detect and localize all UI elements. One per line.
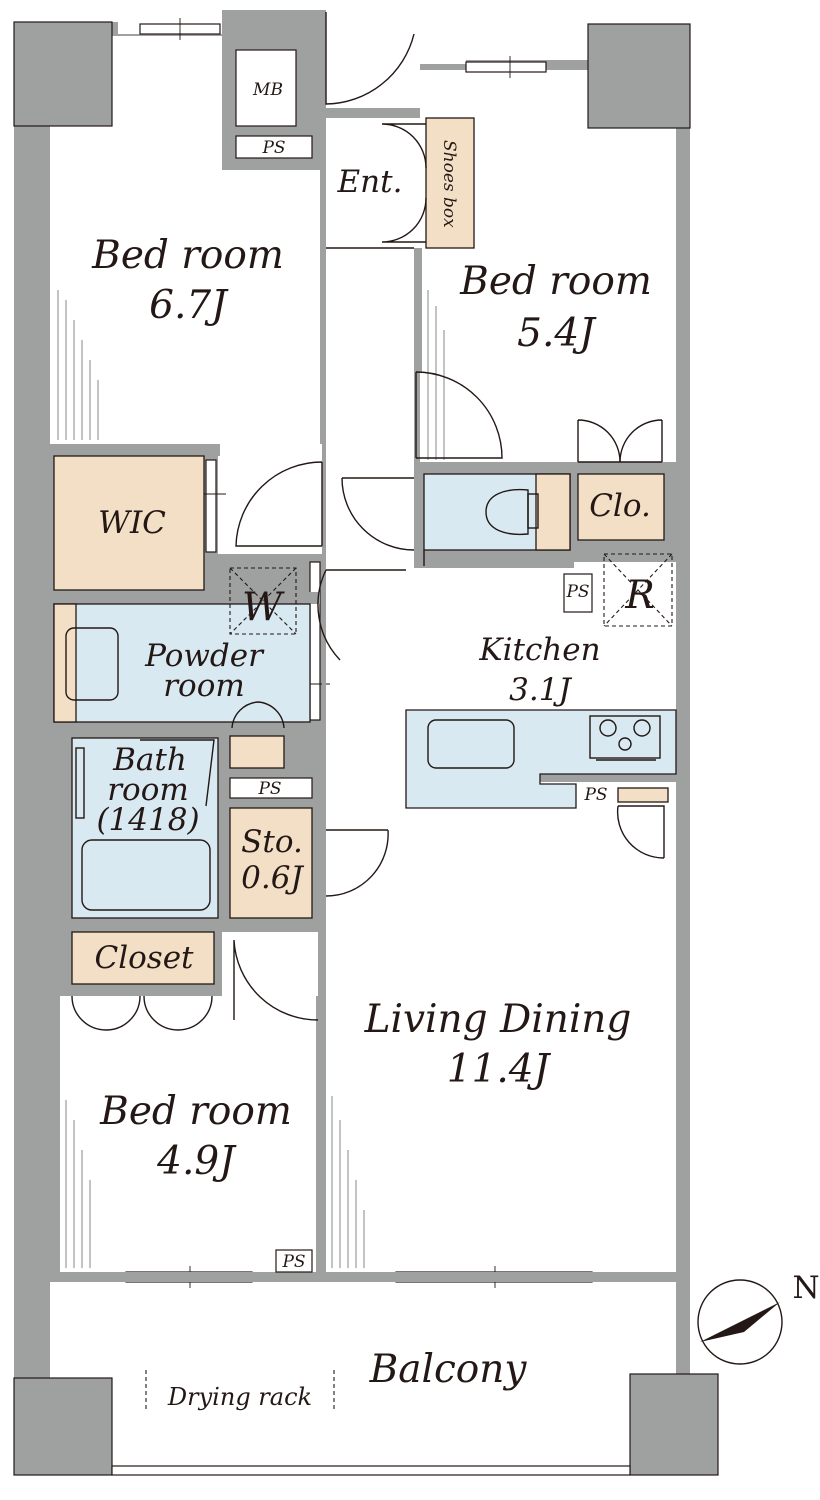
bedroom-4-9-size: 4.9J: [156, 1139, 237, 1184]
kitchen-ps: PS: [563, 573, 593, 613]
bedroom-6-7: Bed room 6.7J: [57, 233, 323, 547]
powder-room: W Powder room: [53, 567, 406, 723]
fridge-space: R: [603, 553, 673, 627]
bedroom-6-7-name: Bed room: [91, 233, 284, 278]
entrance-label: Ent.: [337, 164, 403, 200]
powder-room-line1: Powder: [144, 638, 265, 674]
ps-label-middle: PS: [257, 779, 281, 799]
powder-room-line2: room: [163, 668, 245, 704]
ps-label-kitchen: PS: [565, 582, 589, 602]
bedroom-4-9: Closet Bed room 4.9J PS: [65, 931, 319, 1273]
living-dining-name: Living Dining: [364, 997, 632, 1042]
wic: WIC: [53, 455, 205, 591]
meter-box: MB PS: [235, 49, 313, 159]
ps-label-bottom: PS: [281, 1252, 305, 1272]
balcony-label: Balcony: [369, 1347, 528, 1392]
bath-line3: (1418): [96, 802, 199, 838]
storage: PS Sto. 0.6J: [229, 701, 389, 919]
bedroom-5-4-size: 5.4J: [517, 311, 597, 356]
wic-label: WIC: [98, 505, 166, 541]
mb-label: MB: [252, 80, 283, 100]
curtain-hatch: [331, 1096, 365, 1268]
toilet-room: [341, 473, 571, 566]
bedroom-4-9-name: Bed room: [99, 1089, 292, 1134]
bedroom-6-7-size: 6.7J: [149, 283, 229, 328]
curtain-hatch: [57, 290, 99, 440]
kitchen: Kitchen 3.1J PS: [405, 632, 677, 859]
cooktop: [589, 715, 661, 761]
curtain-hatch: [427, 290, 445, 460]
living-dining-size: 11.4J: [447, 1047, 552, 1092]
living-dining: Living Dining 11.4J: [331, 997, 632, 1268]
storage-size: 0.6J: [241, 860, 304, 896]
bath-line1: Bath: [112, 742, 187, 778]
entrance: Shoes box Ent.: [325, 12, 475, 249]
bedroom-5-4: Bed room 5.4J: [415, 259, 663, 463]
ps-label-top: PS: [261, 138, 285, 158]
bathroom: Bath room (1418): [71, 737, 219, 919]
clo-closet: Clo.: [577, 473, 665, 541]
closet-label: Closet: [94, 940, 194, 976]
structural-pillars: [13, 21, 719, 1476]
kitchen-name: Kitchen: [478, 632, 600, 668]
shoes-box-label: Shoes box: [439, 140, 459, 228]
fridge-label: R: [624, 573, 654, 618]
curtain-hatch: [65, 1100, 91, 1268]
clo-label: Clo.: [589, 488, 651, 524]
north-label: N: [792, 1270, 819, 1306]
compass-icon: N: [697, 1270, 820, 1365]
washer-label: W: [242, 585, 285, 630]
bedroom-5-4-name: Bed room: [459, 259, 652, 304]
storage-name: Sto.: [241, 824, 303, 860]
drying-rack-label: Drying rack: [167, 1383, 312, 1411]
bath-line2: room: [107, 772, 189, 808]
balcony: Balcony Drying rack: [145, 1347, 528, 1412]
ps-label-counter: PS: [583, 785, 607, 805]
kitchen-size: 3.1J: [509, 672, 572, 708]
